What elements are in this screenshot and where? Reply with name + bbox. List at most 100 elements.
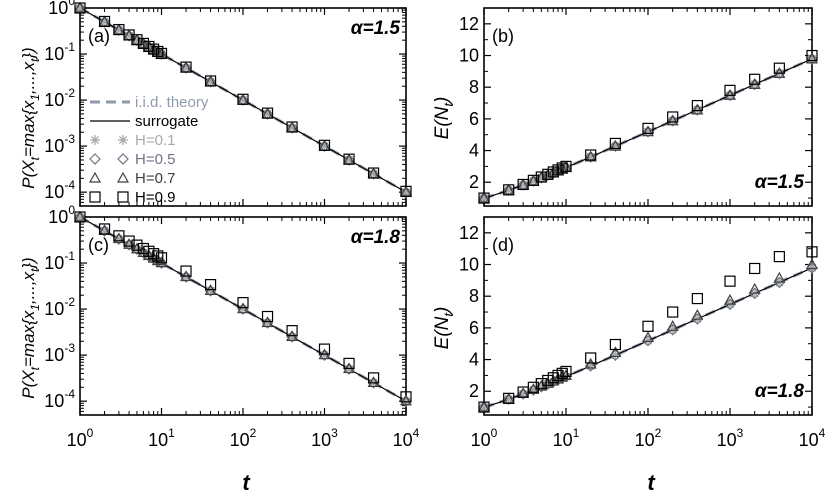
ylabel-left-bottom: P(Xt=max{x1,...,xt}): [19, 257, 42, 398]
panel-label: (a): [88, 26, 110, 46]
data-point-square: [155, 47, 168, 60]
data-point-asterisk: [807, 262, 817, 273]
data-point-square: [527, 381, 539, 393]
data-point-diamond: [180, 271, 192, 283]
data-point-asterisk: [536, 172, 547, 183]
data-point-square: [180, 61, 192, 73]
xlabel-right: t: [647, 470, 656, 495]
data-point-asterisk: [319, 141, 330, 152]
xlabel-left: t: [242, 470, 251, 495]
data-point-diamond: [541, 169, 554, 181]
data-point-square: [74, 211, 86, 223]
data-point-diamond: [286, 121, 298, 134]
data-point-triangle: [609, 139, 622, 151]
data-point-asterisk: [518, 388, 529, 399]
data-point-asterisk: [319, 350, 330, 361]
data-point-square: [667, 111, 679, 123]
data-point-square: [691, 99, 703, 112]
data-point-asterisk: [205, 285, 216, 296]
data-point-asterisk: [585, 151, 596, 162]
data-point-square: [261, 310, 274, 323]
legend-marker-triangle: [116, 171, 130, 183]
data-point-square: [585, 352, 597, 364]
data-point-triangle: [399, 394, 413, 406]
data-point-triangle: [112, 232, 125, 244]
y-tick-label: 10-3: [44, 341, 75, 365]
legend-label: H=0.7: [135, 170, 175, 187]
data-point-asterisk: [238, 304, 248, 315]
data-point-square: [535, 378, 547, 390]
data-point-square: [123, 235, 135, 247]
data-point-asterisk: [205, 76, 216, 87]
data-point-asterisk: [692, 104, 703, 115]
data-point-diamond: [180, 62, 192, 74]
data-point-asterisk: [75, 3, 85, 13]
legend-marker-triangle: [88, 171, 102, 183]
data-point-square: [155, 252, 168, 264]
data-point-asterisk: [401, 396, 411, 407]
data-point-square: [503, 392, 515, 404]
alpha-label: α=1.8: [755, 381, 805, 402]
data-point-triangle: [805, 52, 819, 64]
data-point-triangle: [805, 258, 819, 270]
legend-label: i.i.d. theory: [135, 94, 209, 111]
y-tick-label: 10-1: [44, 40, 75, 64]
data-point-asterisk: [262, 317, 273, 328]
data-point-triangle: [691, 308, 704, 320]
data-point-square: [806, 246, 818, 258]
y-tick-label: 6: [469, 318, 479, 338]
data-point-triangle: [142, 249, 155, 261]
data-point-asterisk: [131, 244, 142, 255]
data-point-square: [318, 343, 331, 355]
data-point-square: [556, 162, 568, 174]
data-point-square: [642, 122, 654, 134]
data-point-asterisk: [610, 141, 621, 152]
data-point-square: [478, 192, 490, 204]
data-point-diamond: [773, 67, 786, 80]
data-point-triangle: [584, 150, 597, 162]
legend-marker-asterisk: [118, 135, 128, 145]
legend: i.i.d. theorysurrogateH=0.1H=0.5H=0.7H=0…: [88, 94, 209, 206]
data-point-asterisk: [518, 179, 529, 190]
data-point-square: [261, 107, 274, 119]
data-point-asterisk: [401, 187, 411, 198]
data-point-diamond: [204, 75, 217, 88]
data-point-square: [152, 45, 164, 58]
data-point-square: [749, 73, 761, 85]
legend-label: H=0.9: [135, 189, 175, 206]
ylabel-left-bottom-text: P(Xt=max{x1,...,xt}): [19, 257, 42, 398]
y-tick-label: 10-2: [44, 86, 75, 110]
x-tick-label: 103: [311, 426, 338, 450]
data-point-triangle: [773, 271, 786, 283]
data-point-square: [552, 164, 564, 176]
y-tick-label: 100: [48, 203, 75, 227]
x-tick-label: 104: [799, 426, 826, 450]
data-point-square: [585, 149, 597, 161]
data-point-asterisk: [536, 381, 547, 392]
data-point-triangle: [666, 320, 679, 331]
data-point-triangle: [641, 125, 655, 137]
data-point-square: [724, 275, 736, 287]
data-point-asterisk: [643, 335, 653, 346]
data-point-triangle: [641, 331, 655, 342]
data-point-square: [343, 357, 355, 370]
data-point-asterisk: [113, 233, 124, 244]
ylabel-left-top-text: P(Xt=max{x1,...,xt}): [19, 47, 42, 188]
alpha-label: α=1.5: [351, 18, 401, 39]
legend-label: surrogate: [135, 113, 198, 130]
data-point-diamond: [609, 140, 622, 152]
data-point-square: [131, 239, 143, 251]
data-point-triangle: [130, 242, 143, 254]
data-point-diamond: [318, 349, 331, 361]
data-point-square: [74, 2, 86, 14]
data-point-square: [724, 84, 736, 96]
y-tick-label: 12: [459, 14, 479, 34]
data-point-asterisk: [262, 108, 273, 119]
data-point-diamond: [137, 246, 150, 259]
data-point-triangle: [477, 191, 491, 203]
x-tick-label: 101: [148, 426, 175, 450]
data-point-square: [560, 365, 572, 378]
